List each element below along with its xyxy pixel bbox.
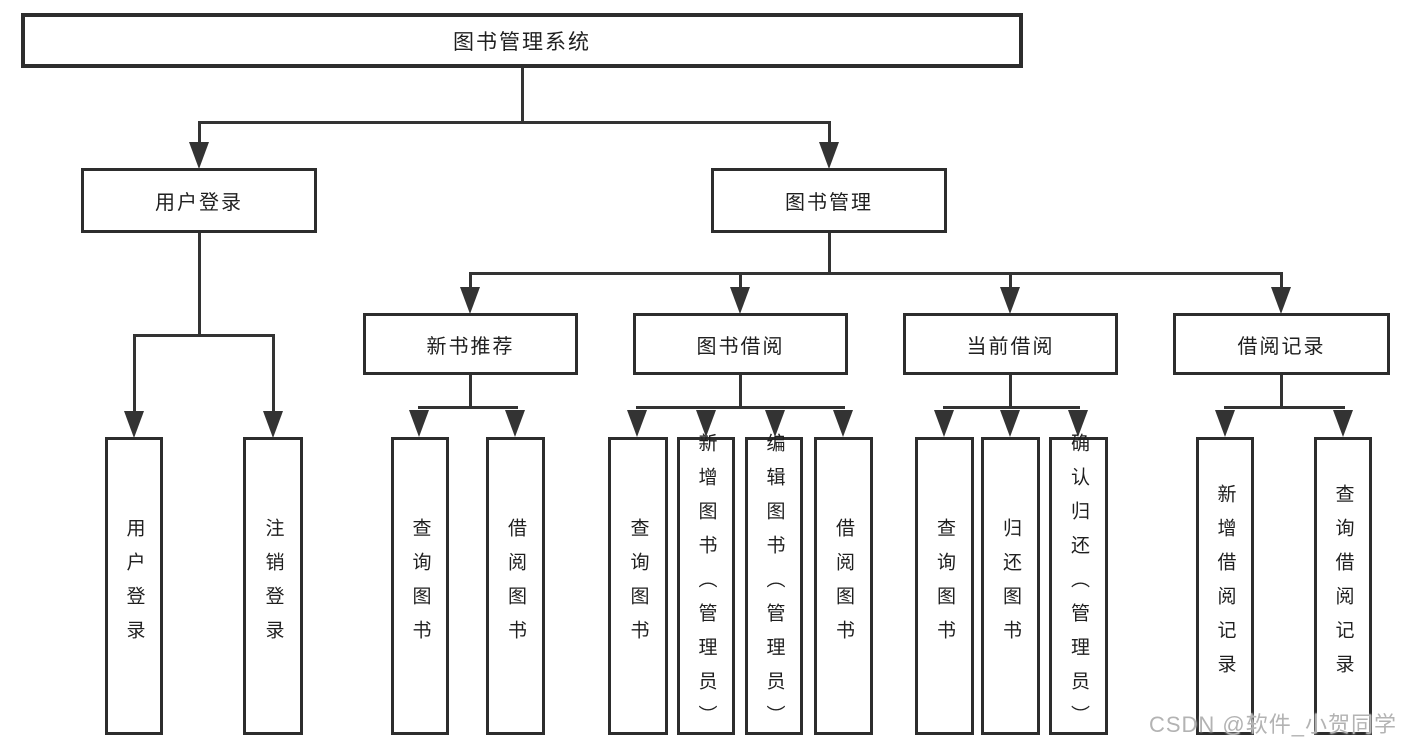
arrow-down bbox=[1215, 410, 1235, 437]
leaf-query-books-1-label: 查询图书 bbox=[409, 518, 431, 654]
leaf-query-books-3-label: 查询图书 bbox=[934, 518, 955, 654]
node-book-borrowing: 图书借阅 bbox=[633, 313, 848, 375]
leaf-query-books-1: 查询图书 bbox=[391, 437, 449, 735]
connector-line bbox=[1280, 272, 1283, 289]
leaf-user-login: 用户登录 bbox=[105, 437, 163, 735]
arrow-down bbox=[263, 411, 283, 438]
leaf-add-book-admin: 新增图书（管理员） bbox=[677, 433, 735, 739]
connector-line bbox=[1224, 406, 1345, 409]
arrow-down bbox=[1068, 410, 1088, 437]
node-user-login: 用户登录 bbox=[81, 168, 317, 233]
root-node-label: 图书管理系统 bbox=[453, 30, 591, 54]
connector-line bbox=[521, 68, 524, 122]
connector-line bbox=[198, 121, 830, 124]
arrow-down bbox=[627, 410, 647, 437]
connector-line bbox=[469, 272, 472, 289]
node-book-borrowing-label: 图书借阅 bbox=[696, 335, 785, 358]
arrow-down bbox=[1000, 410, 1020, 437]
arrow-down bbox=[1333, 410, 1353, 437]
connector-line bbox=[1280, 375, 1283, 409]
arrow-down bbox=[1000, 287, 1020, 314]
leaf-borrow-books-1: 借阅图书 bbox=[486, 437, 545, 735]
arrow-down bbox=[765, 410, 785, 437]
arrow-down bbox=[833, 410, 853, 437]
leaf-query-books-2: 查询图书 bbox=[608, 437, 668, 735]
connector-line bbox=[1009, 375, 1012, 409]
leaf-add-borrow-record: 新增借阅记录 bbox=[1196, 437, 1254, 735]
arrow-down bbox=[409, 410, 429, 437]
leaf-query-books-3: 查询图书 bbox=[915, 437, 974, 735]
leaf-borrow-books-2-label: 借阅图书 bbox=[833, 518, 854, 654]
connector-line bbox=[272, 334, 275, 413]
connector-line bbox=[469, 375, 472, 409]
connector-line bbox=[1009, 272, 1012, 289]
arrow-down bbox=[1271, 287, 1291, 314]
leaf-edit-book-admin: 编辑图书（管理员） bbox=[745, 433, 803, 739]
leaf-user-login-label: 用户登录 bbox=[123, 518, 145, 654]
arrow-down bbox=[460, 287, 480, 314]
leaf-add-book-admin-label: 新增图书（管理员） bbox=[695, 433, 717, 739]
connector-line bbox=[469, 272, 1282, 275]
connector-line bbox=[133, 334, 136, 413]
connector-line bbox=[636, 406, 845, 409]
root-node: 图书管理系统 bbox=[21, 13, 1023, 68]
arrow-down bbox=[696, 410, 716, 437]
connector-line bbox=[198, 233, 201, 337]
arrow-down bbox=[505, 410, 525, 437]
node-current-borrowing: 当前借阅 bbox=[903, 313, 1118, 375]
leaf-return-book: 归还图书 bbox=[981, 437, 1040, 735]
leaf-logout-label: 注销登录 bbox=[262, 518, 284, 654]
node-user-login-label: 用户登录 bbox=[155, 192, 243, 214]
arrow-down bbox=[934, 410, 954, 437]
connector-line bbox=[198, 121, 201, 146]
node-book-management: 图书管理 bbox=[711, 168, 947, 233]
node-current-borrowing-label: 当前借阅 bbox=[966, 335, 1055, 358]
node-borrowing-records-label: 借阅记录 bbox=[1237, 335, 1326, 358]
connector-line bbox=[133, 334, 275, 337]
leaf-query-books-2-label: 查询图书 bbox=[627, 518, 649, 654]
arrow-down bbox=[730, 287, 750, 314]
csdn-watermark: CSDN @软件_小贺同学 bbox=[1148, 712, 1397, 737]
leaf-confirm-return-admin: 确认归还（管理员） bbox=[1049, 433, 1108, 739]
arrow-down bbox=[124, 411, 144, 438]
leaf-query-borrow-record: 查询借阅记录 bbox=[1314, 437, 1372, 735]
leaf-query-borrow-record-label: 查询借阅记录 bbox=[1332, 484, 1354, 688]
connector-line bbox=[828, 233, 831, 275]
arrow-down bbox=[189, 142, 209, 169]
connector-line bbox=[739, 375, 742, 409]
leaf-return-book-label: 归还图书 bbox=[1000, 518, 1021, 654]
connector-line bbox=[828, 121, 831, 146]
leaf-logout: 注销登录 bbox=[243, 437, 303, 735]
arrow-down bbox=[819, 142, 839, 169]
node-borrowing-records: 借阅记录 bbox=[1173, 313, 1390, 375]
node-book-management-label: 图书管理 bbox=[785, 192, 873, 214]
connector-line bbox=[739, 272, 742, 289]
connector-line bbox=[418, 406, 518, 409]
leaf-edit-book-admin-label: 编辑图书（管理员） bbox=[763, 433, 785, 739]
leaf-borrow-books-2: 借阅图书 bbox=[814, 437, 873, 735]
leaf-borrow-books-1-label: 借阅图书 bbox=[505, 518, 526, 654]
connector-line bbox=[943, 406, 1080, 409]
leaf-add-borrow-record-label: 新增借阅记录 bbox=[1214, 484, 1236, 688]
node-new-book-recommend: 新书推荐 bbox=[363, 313, 578, 375]
node-new-book-recommend-label: 新书推荐 bbox=[426, 335, 515, 358]
leaf-confirm-return-admin-label: 确认归还（管理员） bbox=[1068, 433, 1089, 739]
